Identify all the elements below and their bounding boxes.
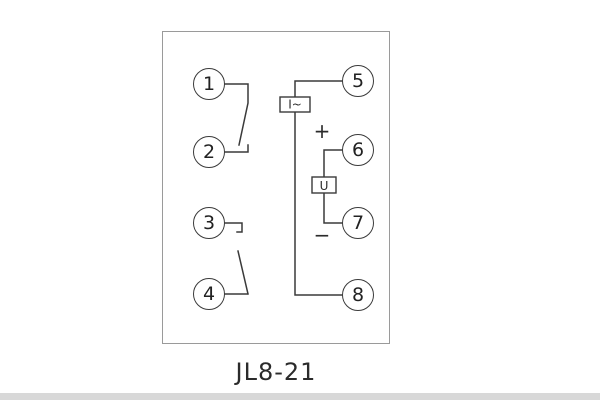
- contact-3-4-wire: [224, 222, 249, 295]
- terminal-3: 3: [193, 207, 225, 239]
- terminal-7-label: 7: [351, 212, 365, 234]
- voltage-coil-box: [311, 176, 337, 194]
- terminal-6-label: 6: [351, 139, 365, 161]
- contact-1-2-wire: [224, 83, 249, 153]
- current-coil-label: I~: [288, 98, 302, 112]
- voltage-coil-wire: [323, 149, 343, 224]
- plus-sign: +: [314, 119, 331, 143]
- current-coil-box: [279, 96, 311, 113]
- terminal-8-label: 8: [351, 284, 365, 306]
- minus-sign: −: [314, 223, 331, 247]
- terminal-3-label: 3: [202, 212, 216, 234]
- terminal-1: 1: [193, 68, 225, 100]
- terminal-6: 6: [342, 134, 374, 166]
- terminal-4-label: 4: [202, 283, 216, 305]
- model-label: JL8-21: [235, 358, 317, 386]
- terminal-5-label: 5: [351, 70, 365, 92]
- terminal-8: 8: [342, 279, 374, 311]
- terminal-7: 7: [342, 207, 374, 239]
- terminal-2: 2: [193, 136, 225, 168]
- terminal-4: 4: [193, 278, 225, 310]
- terminal-5: 5: [342, 65, 374, 97]
- current-coil-wire: [294, 80, 343, 296]
- voltage-coil-label: U: [320, 179, 329, 193]
- terminal-1-label: 1: [202, 73, 216, 95]
- terminal-2-label: 2: [202, 141, 216, 163]
- bottom-edge-strip: [0, 393, 600, 400]
